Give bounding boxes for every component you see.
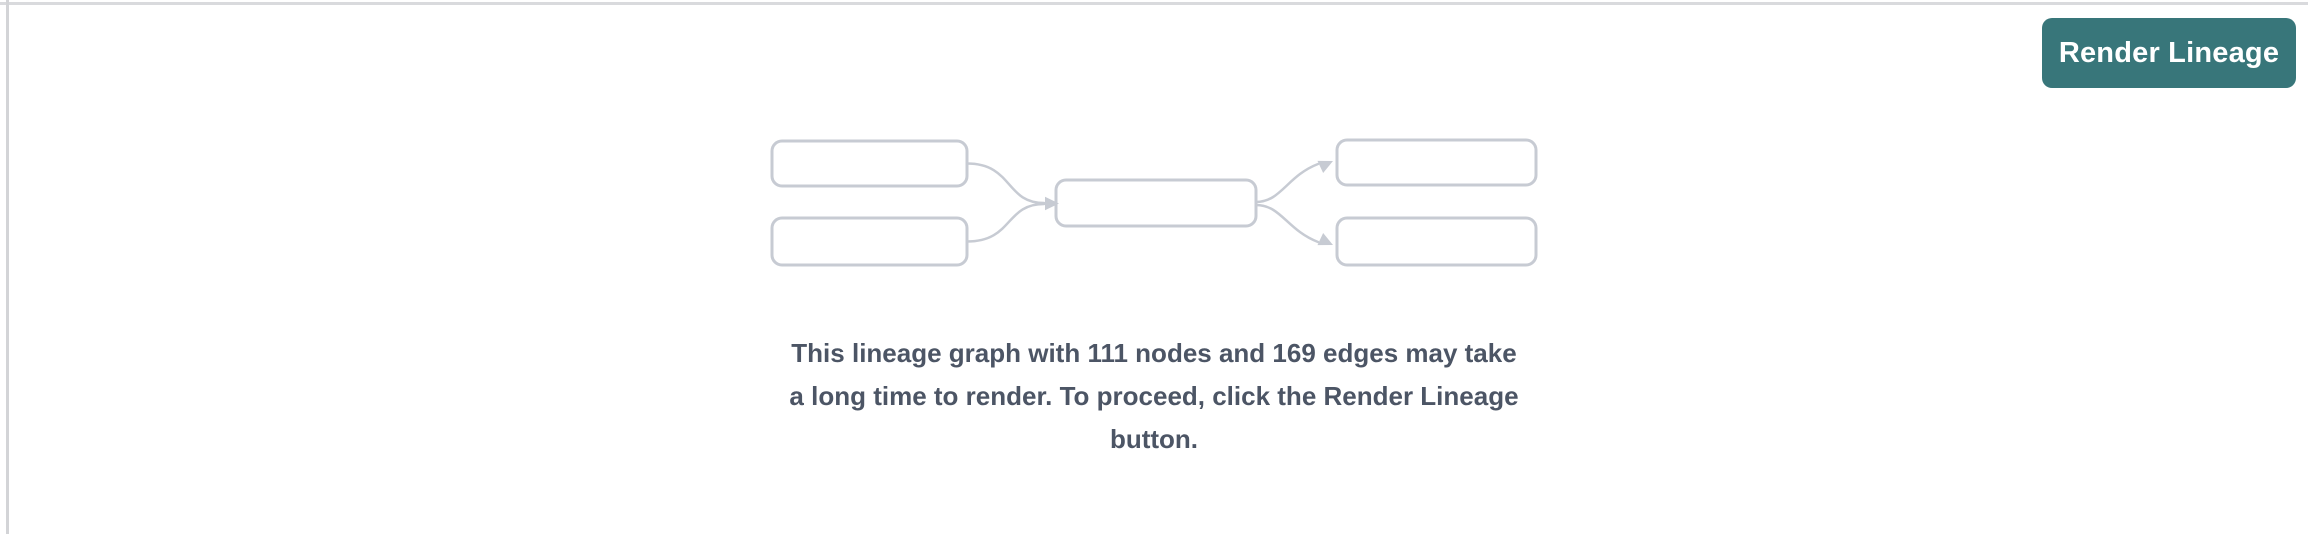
placeholder-node [1054,178,1258,228]
placeholder-node [770,216,969,267]
placeholder-edge [965,162,1046,205]
arrowhead-icon [1317,160,1333,173]
placeholder-edge [1254,162,1320,204]
placeholder-node [770,139,969,188]
render-warning-line: button. [1109,424,1199,454]
panel-top-border [0,2,2308,5]
placeholder-node [1335,216,1538,267]
render-lineage-button[interactable]: Render Lineage [2042,18,2296,88]
placeholder-node [1335,138,1538,187]
arrowhead-icon [1317,233,1333,246]
render-warning-line: a long time to render. To proceed, click… [789,381,1519,411]
render-warning-line: This lineage graph with 111 nodes and 16… [791,338,1517,368]
panel-left-border [6,0,9,534]
lineage-placeholder: This lineage graph with 111 nodes and 16… [744,132,1564,461]
placeholder-edge [965,202,1046,243]
placeholder-edge [1254,203,1320,244]
lineage-graph-placeholder-icon [770,138,1538,267]
render-warning-message: This lineage graph with 111 nodes and 16… [789,332,1518,461]
arrowhead-icon [1045,196,1059,211]
